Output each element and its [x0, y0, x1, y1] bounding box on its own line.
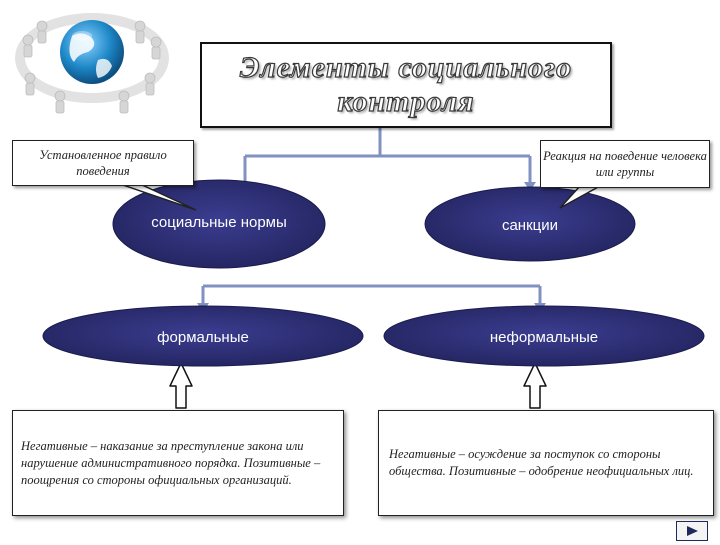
- node-sanctions: санкции: [455, 214, 605, 236]
- node-norms-label: социальные нормы: [151, 213, 287, 231]
- page-title: Элементы социального контроля: [239, 50, 573, 119]
- top-connector: [243, 124, 532, 190]
- next-slide-button[interactable]: [676, 521, 708, 541]
- desc-informal: Негативные – осуждение за поступок со ст…: [378, 410, 714, 516]
- callout-reaction: Реакция на поведение человека или группы: [540, 140, 710, 188]
- desc-formal: Негативные – наказание за преступление з…: [12, 410, 344, 516]
- ellipse-formal: [42, 305, 364, 367]
- title-line-1: Элементы социального: [239, 50, 573, 84]
- callout-rule-text: Установленное правило поведения: [39, 148, 167, 178]
- desc-formal-text: Негативные – наказание за преступление з…: [21, 438, 321, 487]
- node-informal: неформальные: [444, 326, 644, 348]
- callout-rule: Установленное правило поведения: [12, 140, 194, 186]
- next-arrow-icon: [687, 526, 698, 536]
- middle-connector: [201, 284, 542, 306]
- globe-network-icon: [15, 13, 169, 114]
- node-norms: социальные нормы: [134, 200, 304, 244]
- ellipse-informal: [383, 305, 705, 367]
- callout-reaction-text: Реакция на поведение человека или группы: [543, 149, 707, 179]
- title-box: Элементы социального контроля: [200, 42, 612, 128]
- node-informal-label: неформальные: [489, 328, 599, 346]
- ellipse-sanctions: [424, 186, 636, 262]
- ellipse-norms: [112, 179, 326, 269]
- desc-informal-text: Негативные – осуждение за поступок со ст…: [389, 447, 694, 478]
- up-arrow-formal: [169, 362, 193, 409]
- node-formal-label: формальные: [157, 328, 249, 346]
- node-formal: формальные: [103, 326, 303, 348]
- node-sanctions-label: санкции: [501, 216, 559, 234]
- up-arrow-informal: [523, 362, 547, 409]
- title-line-2: контроля: [337, 84, 475, 118]
